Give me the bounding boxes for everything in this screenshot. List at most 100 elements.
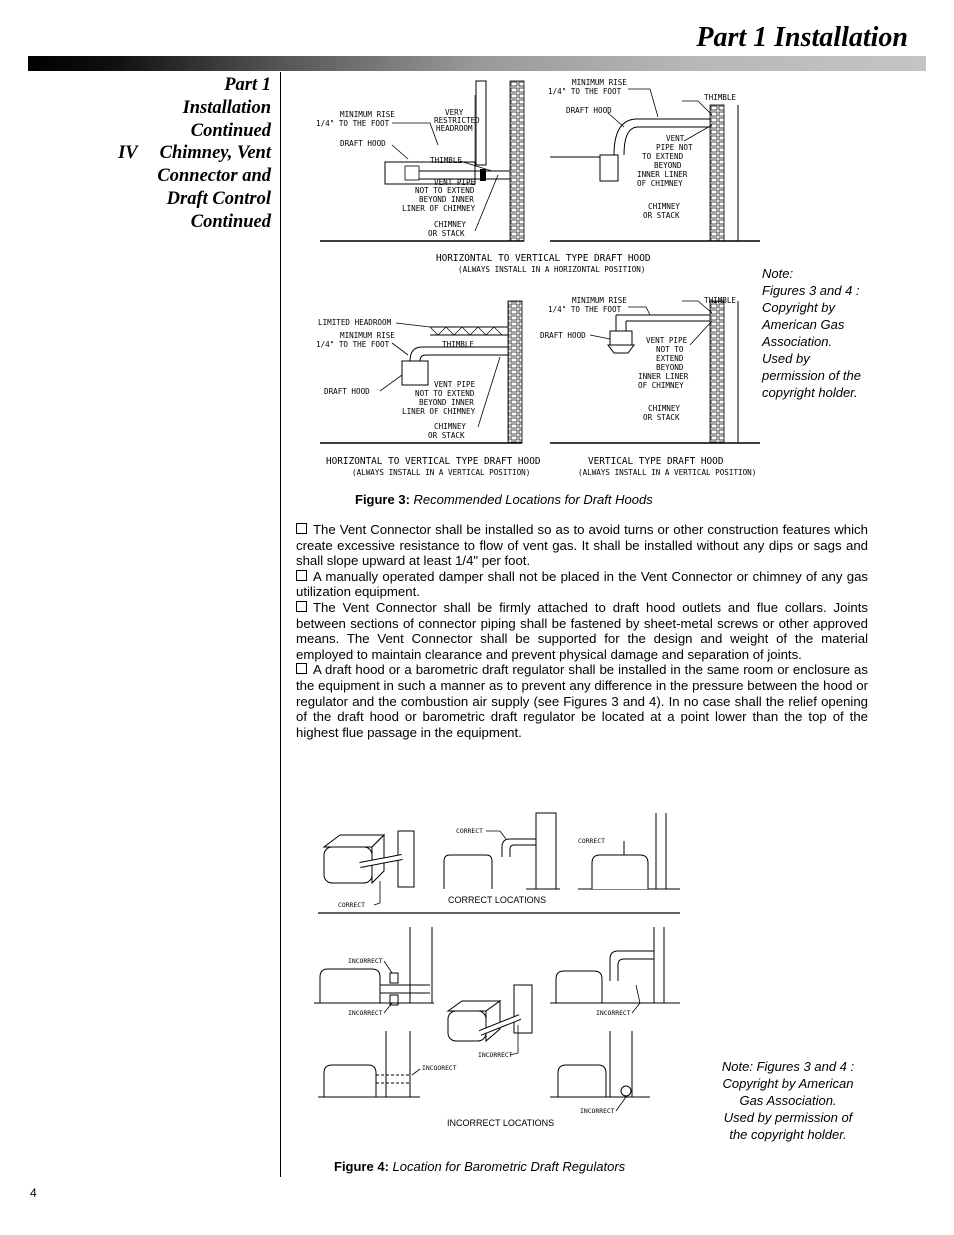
subsection-line: Continued	[190, 211, 271, 232]
checkbox-bullet-icon	[296, 569, 307, 581]
draft-hood-diagram-top-right: MINIMUM RISE 1/4" TO THE FOOT THIMBLE DR…	[548, 78, 760, 242]
fig3-bl-title: HORIZONTAL TO VERTICAL TYPE DRAFT HOOD	[326, 456, 541, 467]
label-correct: CORRECT	[456, 827, 483, 835]
section-line: Installation	[182, 97, 271, 118]
figure3-copyright-note: Note: Figures 3 and 4 : Copyright by Ame…	[762, 265, 887, 401]
figure3-caption: Figure 3: Recommended Locations for Draf…	[355, 492, 653, 507]
label-min-rise-c: MINIMUM RISE	[340, 331, 395, 340]
label-vent-d4: BEYOND	[656, 363, 684, 372]
label-chimney-b: CHIMNEY	[648, 202, 680, 211]
body-text: The Vent Connector shall be installed so…	[296, 522, 868, 740]
label-limited-headroom: LIMITED HEADROOM	[318, 318, 392, 327]
note-line: American Gas	[762, 317, 845, 332]
label-vent-d5: INNER LINER	[638, 372, 689, 381]
draft-hood-diagram-top-left: MINIMUM RISE 1/4" TO THE FOOT VERY RESTR…	[316, 80, 525, 242]
label-correct: CORRECT	[578, 837, 605, 845]
label-incorrect: INCORRECT	[580, 1107, 615, 1115]
fig3-br-subtitle: (ALWAYS INSTALL IN A VERTICAL POSITION)	[578, 468, 756, 477]
label-min-rise-2: 1/4" TO THE FOOT	[316, 119, 390, 128]
paragraph: A manually operated damper shall not be …	[296, 569, 868, 600]
checkbox-bullet-icon	[296, 663, 307, 675]
note-line: Note:	[762, 266, 794, 281]
figure3-label: Figure 3:	[355, 492, 410, 507]
figure-3: MINIMUM RISE 1/4" TO THE FOOT VERY RESTR…	[310, 75, 765, 487]
label-min-rise-b: MINIMUM RISE	[572, 78, 627, 87]
label-draft-hood-d: DRAFT HOOD	[540, 331, 586, 340]
subsection-line: Chimney, Vent	[159, 143, 271, 164]
label-vent-b6: OF CHIMNEY	[637, 179, 683, 188]
note-line: Gas Association.	[739, 1093, 837, 1108]
note-line: the copyright holder.	[729, 1127, 847, 1142]
label-min-rise: MINIMUM RISE	[340, 110, 395, 119]
draft-hood-diagram-bottom-right: MINIMUM RISE 1/4" TO THE FOOT THIMBLE DR…	[540, 296, 760, 444]
paragraph: The Vent Connector shall be installed so…	[296, 522, 868, 569]
page-number: 4	[30, 1186, 37, 1200]
label-thimble: THIMBLE	[430, 156, 462, 165]
sidebar-divider	[280, 72, 281, 1177]
label-vent-d3: EXTEND	[656, 354, 684, 363]
label-restricted: RESTRICTED	[434, 116, 480, 125]
label-vent-b4: BEYOND	[654, 161, 682, 170]
label-vent-b1: VENT	[666, 134, 685, 143]
checkbox-bullet-icon	[296, 523, 307, 534]
note-line: permission of the	[762, 368, 861, 383]
label-vent-pipe-2: NOT TO EXTEND	[415, 186, 475, 195]
paragraph-text: The Vent Connector shall be installed so…	[296, 522, 868, 569]
section-line: Part 1	[224, 75, 271, 95]
fig3-bl-subtitle: (ALWAYS INSTALL IN A VERTICAL POSITION)	[352, 468, 530, 477]
label-headroom: HEADROOM	[436, 124, 473, 133]
label-vent-c2: NOT TO EXTEND	[415, 389, 475, 398]
label-stack: OR STACK	[428, 229, 465, 238]
label-vent-pipe: VENT PIPE	[434, 178, 476, 187]
label-thimble-d: THIMBLE	[704, 296, 736, 305]
draft-hood-diagram-bottom-left: LIMITED HEADROOM MINIMUM RISE 1/4" TO TH…	[316, 300, 523, 444]
label-correct-locations: CORRECT LOCATIONS	[448, 895, 546, 905]
label-incorrect: INCORRECT	[478, 1051, 513, 1059]
label-draft-hood-b: DRAFT HOOD	[566, 106, 612, 115]
label-chimney-d: CHIMNEY	[648, 404, 680, 413]
note-line: Used by	[762, 351, 810, 366]
paragraph: A draft hood or a barometric draft regul…	[296, 662, 868, 740]
fig3-top-title: HORIZONTAL TO VERTICAL TYPE DRAFT HOOD	[436, 253, 651, 264]
figure4-label: Figure 4:	[334, 1159, 389, 1174]
title-gradient-bar	[28, 56, 926, 71]
incorrect-locations-diagrams: INCORRECT INCORRECT INCORRECT INCORRECT …	[314, 927, 680, 1128]
checkbox-bullet-icon	[296, 600, 307, 612]
paragraph-text: A draft hood or a barometric draft regul…	[296, 662, 868, 740]
label-vent-d2: NOT TO	[656, 345, 684, 354]
label-draft-hood-c: DRAFT HOOD	[324, 387, 370, 396]
correct-locations-diagrams: CORRECT CORRECT CORRECT CORRECT LOCATION…	[318, 812, 680, 914]
note-line: Copyright by American	[722, 1076, 854, 1091]
paragraph-text: A manually operated damper shall not be …	[296, 568, 868, 600]
fig3-br-title: VERTICAL TYPE DRAFT HOOD	[588, 456, 724, 467]
label-min-rise-b2: 1/4" TO THE FOOT	[548, 87, 622, 96]
label-stack-c: OR STACK	[428, 431, 465, 440]
label-vent-d1: VENT PIPE	[646, 336, 688, 345]
note-line: Association.	[762, 334, 833, 349]
subsection-line: Draft Control	[166, 188, 271, 209]
label-vent-pipe-3: BEYOND INNER	[419, 195, 474, 204]
label-incorrect-locations: INCORRECT LOCATIONS	[447, 1118, 554, 1128]
label-draft-hood: DRAFT HOOD	[340, 139, 386, 148]
label-chimney-c: CHIMNEY	[434, 422, 466, 431]
note-line: Figures 3 and 4 :	[762, 283, 860, 298]
section-line: Continued	[190, 120, 271, 141]
fig3-top-subtitle: (ALWAYS INSTALL IN A HORIZONTAL POSITION…	[458, 265, 645, 274]
sidebar-heading: Part 1 Installation Continued IV Chimney…	[118, 74, 271, 234]
label-stack-b: OR STACK	[643, 211, 680, 220]
figure4-caption: Figure 4: Location for Barometric Draft …	[334, 1159, 625, 1174]
figure4-copyright-note: Note: Figures 3 and 4 : Copyright by Ame…	[708, 1058, 868, 1143]
label-chimney: CHIMNEY	[434, 220, 466, 229]
note-line: Note: Figures 3 and 4 :	[721, 1059, 855, 1074]
subsection-line: Connector and	[157, 166, 271, 187]
figure-4: CORRECT CORRECT CORRECT CORRECT LOCATION…	[310, 805, 690, 1135]
figure3-caption-text: Recommended Locations for Draft Hoods	[413, 492, 653, 507]
label-very: VERY	[445, 108, 464, 117]
label-thimble-c: THIMBLE	[442, 340, 474, 349]
subsection-number: IV	[118, 143, 138, 164]
label-stack-d: OR STACK	[643, 413, 680, 422]
label-incoorect: INCOORECT	[422, 1064, 457, 1072]
label-vent-b3: TO EXTEND	[642, 152, 684, 161]
label-vent-b5: INNER LINER	[637, 170, 688, 179]
label-incorrect: INCORRECT	[348, 957, 383, 965]
